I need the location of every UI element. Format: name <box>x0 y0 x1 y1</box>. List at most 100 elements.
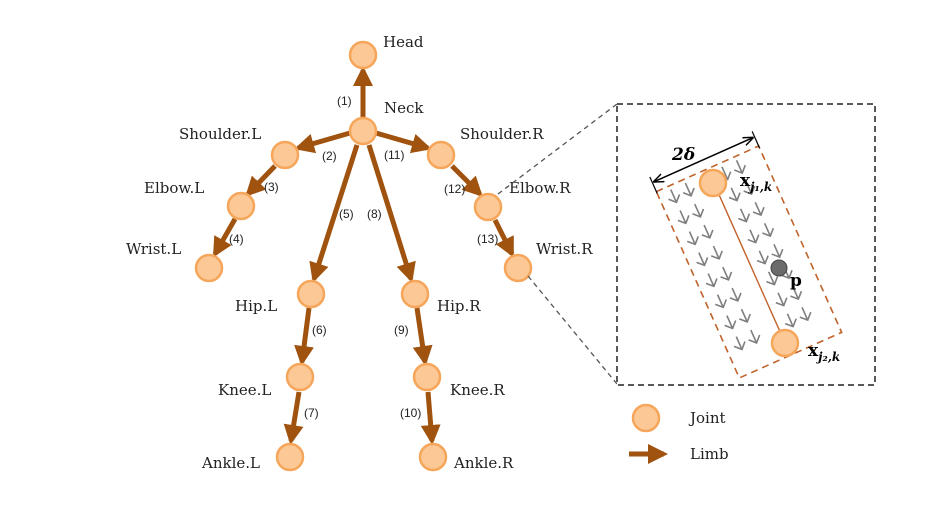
limb-13 <box>492 218 515 258</box>
label-wrist-r: Wrist.R <box>536 240 593 258</box>
point-label: p <box>790 271 802 291</box>
limb-number-2: (2) <box>322 149 337 163</box>
label-shoulder-l: Shoulder.L <box>179 125 261 143</box>
limb-9 <box>412 307 433 366</box>
zoom-line-top <box>497 103 618 195</box>
field-arrow <box>738 208 751 223</box>
field-arrow <box>715 294 728 309</box>
field-arrow <box>775 292 788 307</box>
field-arrow <box>747 229 760 244</box>
limb-6 <box>294 307 314 366</box>
field-arrow <box>724 315 737 330</box>
field-arrow <box>790 286 803 301</box>
joint1-label-base: x <box>740 171 751 191</box>
joints <box>194 40 533 472</box>
legend-joint-icon <box>631 403 661 433</box>
limb-number-13: (13) <box>477 232 498 246</box>
joint-shoulder-l <box>270 140 300 170</box>
zoom-line-bottom <box>527 275 618 385</box>
label-head: Head <box>383 33 424 51</box>
joint-head <box>348 40 378 70</box>
point-p <box>770 259 788 277</box>
field-arrow <box>752 201 765 217</box>
limb-number-12: (12) <box>444 182 465 196</box>
field-arrow <box>720 266 733 281</box>
joint-neck <box>348 116 378 146</box>
joint-shoulder-r <box>426 140 456 170</box>
limb-12 <box>450 164 483 197</box>
label-knee-l: Knee.L <box>218 381 271 399</box>
label-wrist-l: Wrist.L <box>126 240 181 258</box>
width-tick-right <box>751 131 761 149</box>
width-tick-left <box>649 176 658 194</box>
limbs <box>212 66 515 445</box>
field-arrow <box>668 189 681 204</box>
joint-hip-r <box>400 279 430 309</box>
limb-5 <box>309 144 360 283</box>
field-arrow <box>696 252 709 267</box>
field-arrow <box>748 329 761 344</box>
label-elbow-r: Elbow.R <box>509 179 571 197</box>
field-arrow <box>692 203 705 218</box>
joint-hip-l <box>296 279 326 309</box>
limb-number-11: (11) <box>384 148 404 162</box>
field-arrow <box>799 307 812 322</box>
field-arrow <box>729 287 742 302</box>
joint2-label: xj₂,k <box>808 341 840 364</box>
joint-ankle-r <box>418 442 448 472</box>
limb-number-5: (5) <box>339 207 354 221</box>
field-arrow <box>710 245 723 260</box>
label-shoulder-r: Shoulder.R <box>460 125 544 143</box>
joint-knee-l <box>285 362 315 392</box>
limb-number-6: (6) <box>312 323 327 337</box>
inset-panel: 2δ xj₁,k xj₂,k p <box>616 103 876 386</box>
limb-11 <box>375 130 432 154</box>
limb-number-10: (10) <box>400 406 421 420</box>
limb-number-4: (4) <box>229 232 244 246</box>
limb-number-9: (9) <box>394 323 409 337</box>
limb-10 <box>420 391 441 445</box>
joint1-label: xj₁,k <box>740 171 772 194</box>
field-arrow <box>766 271 779 286</box>
field-arrow <box>677 210 690 225</box>
joint-labels: Head Neck Shoulder.L Shoulder.R Elbow.L … <box>126 33 593 472</box>
limb-number-8: (8) <box>367 207 382 221</box>
field-arrow <box>739 308 751 323</box>
limb-axis <box>715 188 783 336</box>
inset-joint-2 <box>770 328 800 358</box>
joint-knee-r <box>412 362 442 392</box>
label-hip-r: Hip.R <box>437 297 481 315</box>
field-arrow <box>682 182 695 197</box>
legend-joint-label: Joint <box>688 409 726 427</box>
field-arrow <box>701 224 714 239</box>
field-arrow <box>784 313 797 328</box>
label-neck: Neck <box>384 99 424 117</box>
label-ankle-r: Ankle.R <box>453 454 514 472</box>
limb-2 <box>294 130 351 154</box>
field-arrow <box>705 273 718 288</box>
joint2-label-base: x <box>808 341 819 361</box>
limb-number-3: (3) <box>264 180 279 194</box>
inset-border <box>616 103 876 386</box>
width-label: 2δ <box>671 145 695 165</box>
field-arrow <box>728 187 741 202</box>
limb-number-7: (7) <box>304 406 319 420</box>
joint-wrist-l <box>194 253 224 283</box>
limb-number-1: (1) <box>337 94 352 108</box>
label-hip-l: Hip.L <box>235 297 277 315</box>
limb-4 <box>212 217 238 258</box>
joint1-label-sub: j₁,k <box>748 180 772 194</box>
label-ankle-l: Ankle.L <box>201 454 260 472</box>
field-arrow <box>733 336 746 351</box>
field-arrow <box>686 231 699 246</box>
field-arrow <box>743 180 756 196</box>
limb-8 <box>366 144 416 283</box>
joint2-label-sub: j₂,k <box>816 350 840 364</box>
joint-wrist-r <box>503 253 533 283</box>
joint-elbow-l <box>226 191 256 221</box>
field-arrow <box>762 222 775 238</box>
zoom-connectors <box>497 103 618 385</box>
limb-3 <box>245 164 277 197</box>
width-dimension-arrow <box>654 138 753 182</box>
